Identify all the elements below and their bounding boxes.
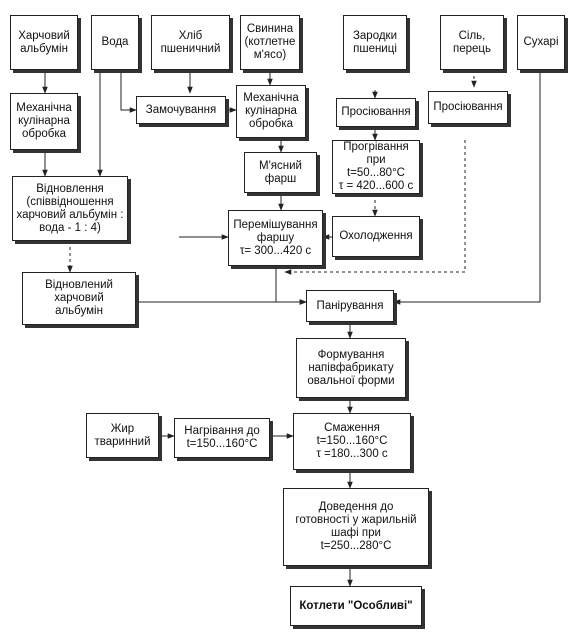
node-sifting-2: Просіювання: [428, 91, 508, 124]
node-mechanical-processing-1: Механічна кулінарна обробка: [10, 93, 78, 150]
node-soaking: Замочування: [136, 96, 226, 124]
node-restoration: Відновлення (співвідношення харчовий аль…: [12, 176, 128, 241]
node-cooling: Охолодження: [332, 216, 420, 257]
node-animal-fat: Жир тваринний: [86, 413, 159, 458]
node-warming: Прогрівання при t=50...80°С τ = 420...60…: [332, 140, 420, 194]
node-minced-meat: М'ясний фарш: [244, 152, 317, 193]
node-frying: Смаження t=150...160°С τ =180...300 с: [293, 413, 411, 470]
node-pork: Свинина (котлетне м'ясо): [240, 15, 300, 70]
node-result-cutlets: Котлети "Особливі": [290, 586, 422, 626]
node-germ: Зародки пшениці: [343, 15, 407, 70]
node-finishing-in-oven: Доведення до готовності у жарильній шафі…: [283, 488, 429, 566]
node-heating: Нагрівання до t=150...160°С: [174, 418, 270, 458]
node-breading: Панірування: [306, 290, 394, 322]
node-bread: Хліб пшеничний: [151, 15, 230, 70]
node-mechanical-processing-2: Механічна кулінарна обробка: [236, 85, 306, 138]
node-forming: Формування напівфабрикату овальної форми: [296, 338, 406, 398]
node-water: Вода: [91, 15, 139, 70]
node-crumbs: Сухарі: [517, 15, 565, 70]
node-sifting-1: Просіювання: [336, 98, 416, 127]
node-mixing: Перемішування фаршу τ= 300...420 с: [228, 210, 323, 266]
node-restored-albumin: Відновлений харчовий альбумін: [22, 272, 136, 325]
node-salt: Сіль, перець: [440, 15, 504, 70]
node-albumin: Харчовий альбумін: [10, 15, 78, 70]
